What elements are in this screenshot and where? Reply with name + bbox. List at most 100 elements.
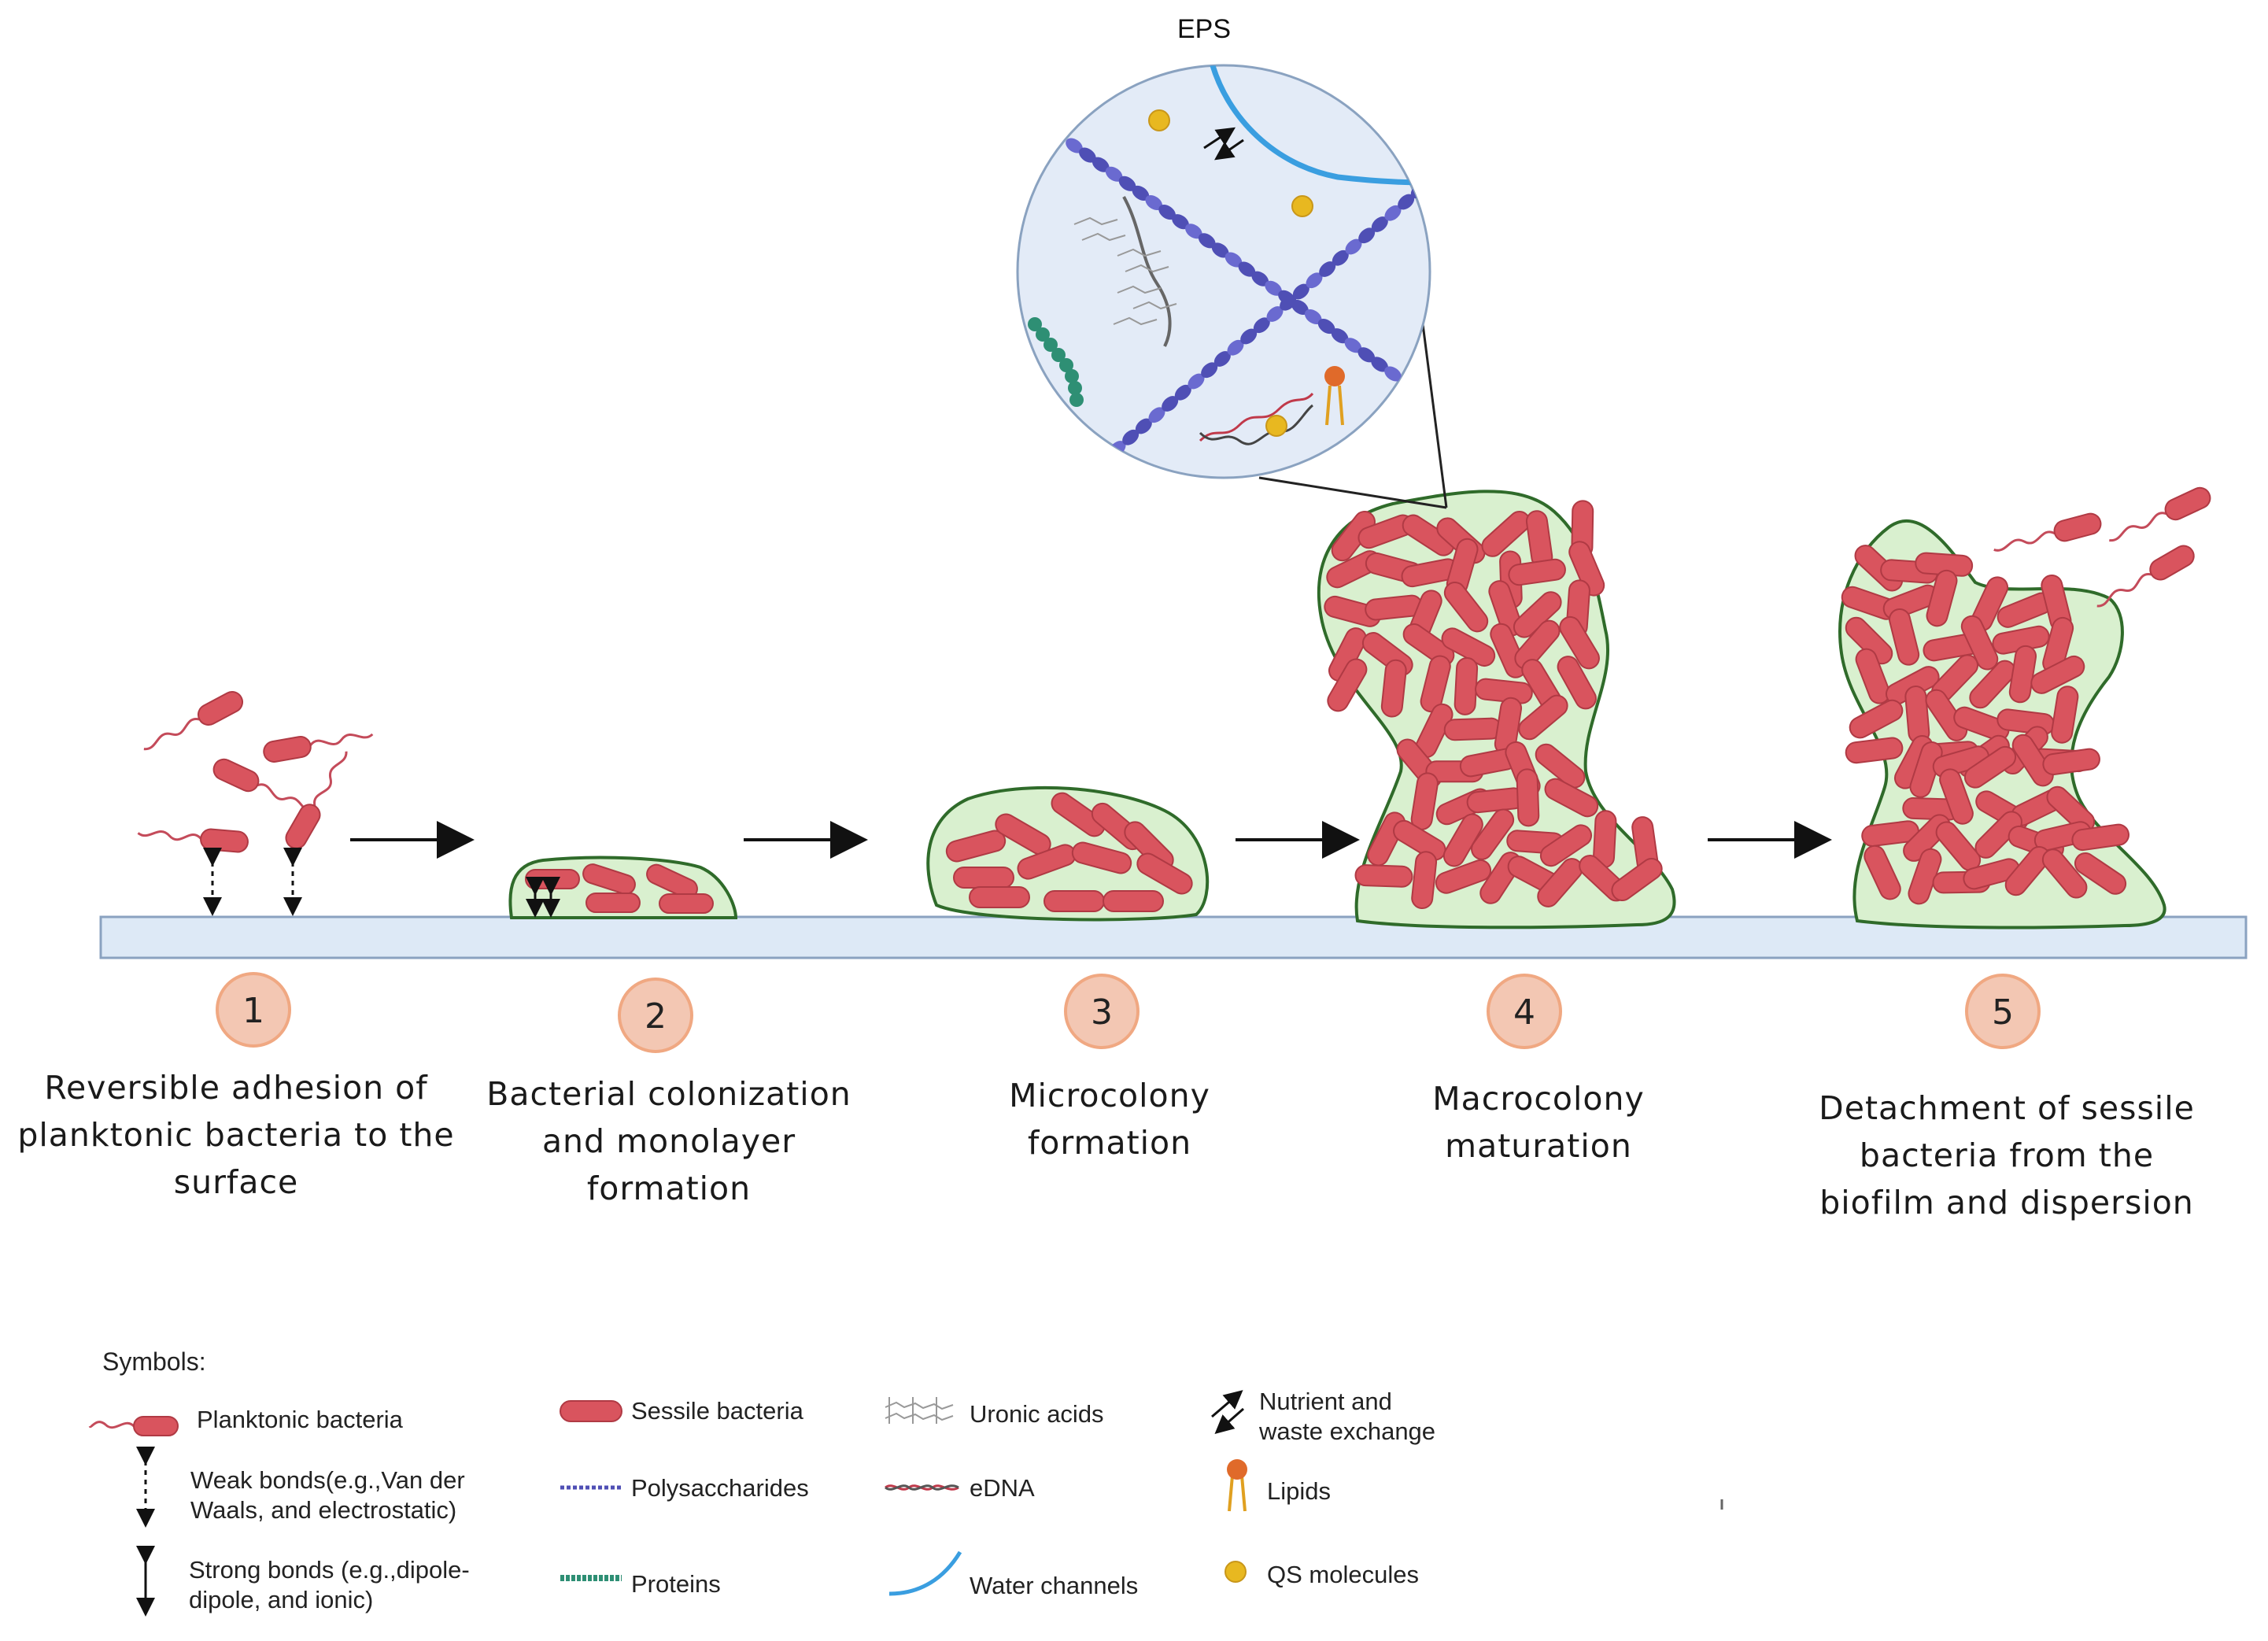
stage-1-number-circle (216, 972, 291, 1048)
sessile-bacterium (1568, 541, 1605, 597)
legend-item-text: waste exchange (1259, 1417, 1436, 1445)
polysaccharide-unit (1158, 205, 1176, 220)
polysaccharide-unit (1148, 407, 1165, 423)
sessile-bacterium (953, 867, 1014, 889)
stage-5-number: 5 (1992, 992, 2014, 1033)
sessile-bacterium (1327, 658, 1368, 712)
sessile-bacterium (1516, 768, 1540, 827)
sessile-bacterium (1471, 808, 1515, 860)
sessile-bacterium (1402, 514, 1455, 556)
polysaccharide-unit (1371, 216, 1388, 232)
legend-item-weak-bonds: Weak bonds(e.g.,Van der Waals, and elect… (190, 1465, 465, 1525)
sessile-bacterium (1889, 608, 1920, 666)
sessile-bacterium (1136, 852, 1193, 895)
legend-item-sessile: Sessile bacteria (631, 1396, 803, 1426)
sessile-bacterium (1611, 857, 1663, 902)
legend-item-text: Polysaccharides (631, 1474, 809, 1502)
polysaccharide-unit (1384, 205, 1402, 221)
polysaccharide-unit (1201, 362, 1218, 379)
stage-4-number-circle (1487, 974, 1562, 1049)
legend-item-text: Uronic acids (970, 1400, 1104, 1428)
sessile-bacterium (1443, 582, 1489, 633)
legend-water-channel-icon (888, 1550, 962, 1596)
lipid-icon (1324, 366, 1345, 426)
legend-lipid-icon (1227, 1459, 1247, 1512)
stage-4-label-line: maturation (1445, 1127, 1632, 1165)
stage-3-label-line: Microcolony (1009, 1077, 1210, 1114)
sessile-bacterium (2008, 645, 2037, 704)
legend-item-text: Water channels (970, 1572, 1139, 1599)
sessile-bacterium (1420, 655, 1451, 713)
sessile-bacterium (1904, 686, 1930, 744)
polysaccharide-unit (1213, 351, 1231, 367)
stage-1-label-line: Reversible adhesion of (44, 1069, 428, 1107)
legend-item-text: Lipids (1267, 1477, 1331, 1505)
stage-4-macrocolony (1317, 490, 1676, 930)
polysaccharide-unit (1185, 224, 1202, 239)
sessile-bacterium (2041, 848, 2088, 899)
qs-molecule-icon (1148, 109, 1313, 437)
legend-item-polysaccharides: Polysaccharides (631, 1473, 809, 1503)
sessile-bacterium (1559, 615, 1600, 670)
polysaccharide-unit (1317, 319, 1335, 334)
polysaccharide-unit (1332, 249, 1349, 266)
polysaccharide-unit (1079, 147, 1096, 163)
stage-2-number-circle (618, 978, 693, 1053)
polysaccharide-unit (1304, 309, 1322, 325)
sessile-bacterium (1103, 890, 1164, 912)
sessile-bacterium (1454, 656, 1479, 715)
legend-icons (88, 1390, 1247, 1617)
legend-uronic-acids-icon (885, 1397, 954, 1424)
polysaccharide-unit (1331, 328, 1349, 344)
sessile-bacterium (969, 886, 1030, 908)
legend-item-uronic-acids: Uronic acids (970, 1399, 1104, 1429)
polysaccharide-unit (1227, 339, 1244, 356)
legend-item-text: Weak bonds(e.g.,Van der (190, 1466, 465, 1494)
sessile-bacterium (1380, 659, 1407, 718)
stage-number-circles: 1 2 3 4 5 (216, 972, 2041, 1053)
sessile-bacterium (1411, 851, 1438, 910)
protein-chain-icon (1028, 317, 1084, 407)
polysaccharide-unit (1266, 306, 1284, 322)
sessile-bacterium (1518, 694, 1568, 741)
stage-3-label-line: formation (1027, 1124, 1192, 1162)
stage-3-label: Microcolony formation (913, 1072, 1306, 1166)
legend-edna-icon (885, 1484, 959, 1491)
legend-item-proteins: Proteins (631, 1569, 721, 1599)
polysaccharide-unit (1251, 271, 1269, 286)
stage-4-label-line: Macrocolony (1432, 1080, 1645, 1118)
sessile-bacterium (1953, 706, 2010, 741)
legend-item-strong-bonds: Strong bonds (e.g.,dipole- dipole, and i… (189, 1555, 470, 1615)
sessile-bacterium (1443, 717, 1502, 741)
sessile-bacterium (1974, 811, 2022, 859)
stage-2-label: Bacterial colonization and monolayer for… (441, 1070, 897, 1212)
strong-bond-arrow-icon (526, 877, 560, 918)
polysaccharide-unit (1224, 252, 1243, 268)
sessile-bacterium (1845, 616, 1893, 665)
polysaccharide-unit (1398, 194, 1415, 210)
legend-item-qs: QS molecules (1267, 1560, 1419, 1590)
polysaccharide-unit (1188, 373, 1205, 390)
sessile-bacterium (1925, 689, 1968, 741)
weak-bond-arrow-icon (203, 848, 302, 916)
eps-title: EPS (1176, 14, 1232, 44)
stage-5-label: Detachment of sessile bacteria from the … (1763, 1085, 2251, 1226)
stage-1-label-line: surface (173, 1163, 299, 1201)
polysaccharide-unit (1174, 384, 1191, 401)
polysaccharide-unit (1066, 138, 1083, 153)
stage-3-number-circle (1064, 974, 1140, 1049)
legend-item-exchange: Nutrient and waste exchange (1259, 1387, 1435, 1447)
sessile-bacterium (1539, 824, 1593, 867)
sessile-bacterium (1855, 648, 1891, 704)
legend-item-text: Waals, and electrostatic) (190, 1496, 457, 1524)
polysaccharide-unit (1345, 238, 1362, 255)
sessile-bacterium (1535, 743, 1586, 789)
stage-5-number-circle (1965, 974, 2041, 1049)
legend-item-edna: eDNA (970, 1473, 1035, 1503)
sessile-bacterium (2074, 852, 2127, 895)
sessile-bacterium (1861, 820, 1919, 847)
stage-1-number: 1 (242, 991, 264, 1031)
sessile-bacterium (1544, 778, 1599, 818)
polysaccharide-unit (1211, 242, 1229, 258)
